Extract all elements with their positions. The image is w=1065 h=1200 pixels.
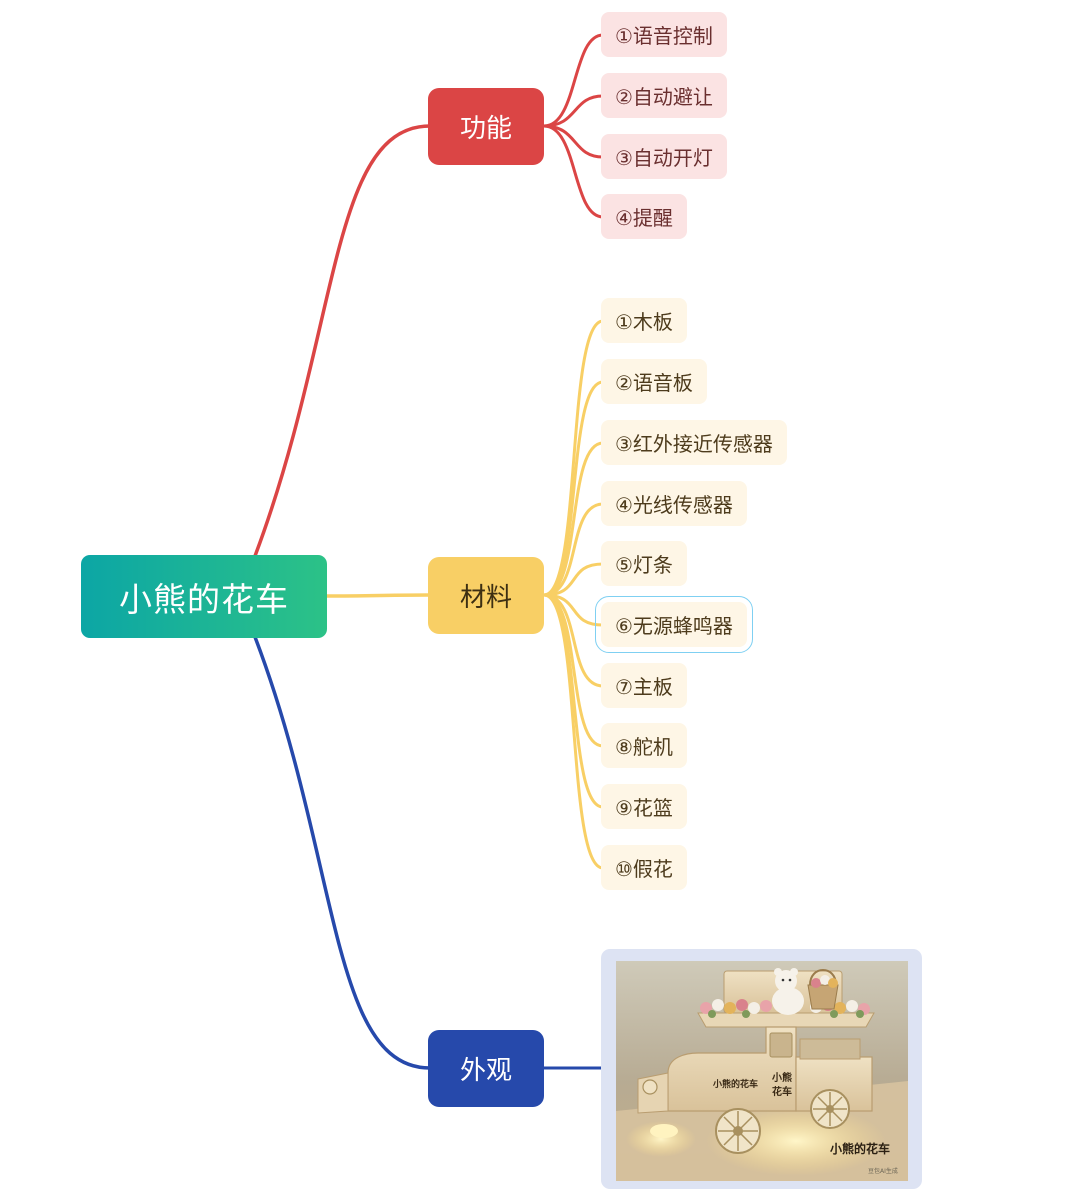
door-text: 小熊的花车: [712, 1078, 758, 1090]
leaf-material-7[interactable]: ⑦主板: [601, 663, 687, 708]
leaf-material-2[interactable]: ②语音板: [601, 359, 707, 404]
branch-appearance[interactable]: 外观: [428, 1030, 544, 1107]
leaf-label: ④光线传感器: [615, 493, 733, 517]
leaf-label: ⑨花篮: [615, 796, 673, 820]
leaf-label: ②自动避让: [615, 85, 713, 109]
branch-materials[interactable]: 材料: [428, 557, 544, 634]
branch-function[interactable]: 功能: [428, 88, 544, 165]
leaf-label: ③红外接近传感器: [615, 432, 773, 456]
leaf-label: ⑦主板: [615, 675, 673, 699]
leaf-label: ①语音控制: [615, 24, 713, 48]
leaf-material-3[interactable]: ③红外接近传感器: [601, 420, 787, 465]
leaf-material-1[interactable]: ①木板: [601, 298, 687, 343]
leaf-label: ④提醒: [615, 206, 673, 230]
leaf-label: ②语音板: [615, 371, 693, 395]
flower-truck-image: 小熊的花车 小熊 花车 小熊的花车 豆包AI生成: [616, 961, 908, 1181]
leaf-label: ⑩假花: [615, 857, 673, 881]
root-node[interactable]: 小熊的花车: [81, 555, 327, 638]
branch-appearance-label: 外观: [459, 1056, 512, 1086]
leaf-label: ③自动开灯: [615, 146, 713, 170]
leaf-label: ⑤灯条: [615, 553, 673, 577]
watermark: 豆包AI生成: [868, 1167, 898, 1175]
svg-text:小熊: 小熊: [771, 1071, 792, 1084]
materials-connectors: [543, 319, 604, 870]
leaf-material-6-selected[interactable]: ⑥无源蜂鸣器: [595, 596, 753, 653]
branch-materials-label: 材料: [459, 583, 512, 613]
leaf-function-2[interactable]: ②自动避让: [601, 73, 727, 118]
function-connectors: [543, 33, 604, 219]
leaf-function-1[interactable]: ①语音控制: [601, 12, 727, 57]
connector-root-function: [253, 124, 431, 557]
leaf-material-9[interactable]: ⑨花篮: [601, 784, 687, 829]
leaf-function-3[interactable]: ③自动开灯: [601, 134, 727, 179]
branch-function-label: 功能: [459, 114, 512, 144]
leaf-material-8[interactable]: ⑧舵机: [601, 723, 687, 768]
root-label: 小熊的花车: [119, 579, 289, 619]
connector-root-materials: [326, 593, 431, 598]
leaf-label: ⑧舵机: [615, 735, 673, 759]
image-caption: 小熊的花车: [830, 1141, 890, 1156]
connector-root-appearance: [253, 636, 431, 1070]
leaf-material-10[interactable]: ⑩假花: [601, 845, 687, 890]
leaf-label: ①木板: [615, 310, 673, 334]
svg-text:花车: 花车: [772, 1085, 792, 1098]
leaf-function-4[interactable]: ④提醒: [601, 194, 687, 239]
leaf-material-5[interactable]: ⑤灯条: [601, 541, 687, 586]
leaf-material-4[interactable]: ④光线传感器: [601, 481, 747, 526]
leaf-label: ⑥无源蜂鸣器: [615, 614, 733, 638]
appearance-image-card[interactable]: 小熊的花车 小熊 花车 小熊的花车 豆包AI生成: [601, 949, 922, 1189]
